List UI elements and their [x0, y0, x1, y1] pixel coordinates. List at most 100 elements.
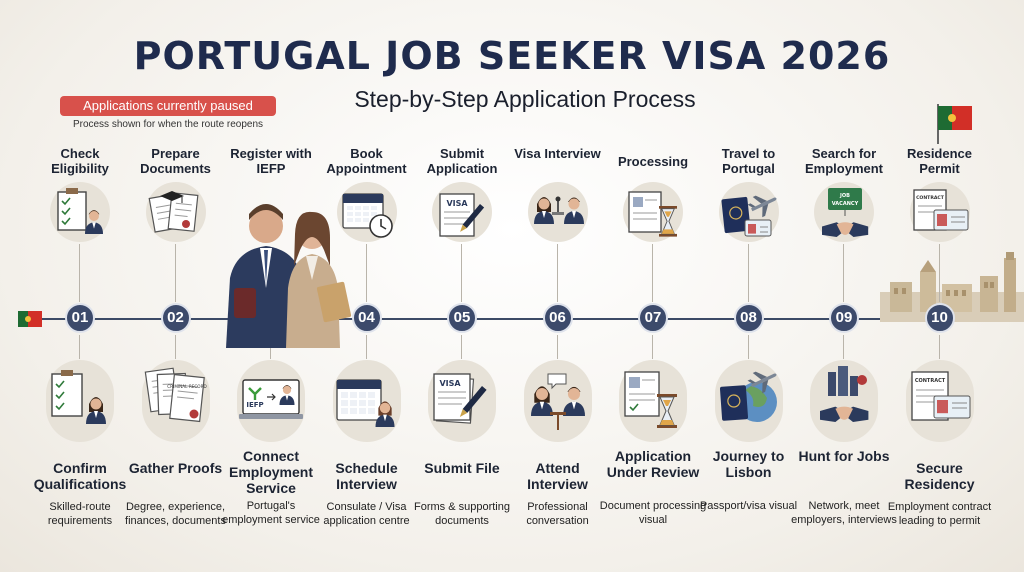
step-description: Consulate / Visa application centre — [323, 501, 410, 527]
timeline-step: Travel to Portugal 08 Journey to Lisbon … — [700, 0, 797, 572]
calendar-clock-icon — [336, 182, 397, 242]
svg-text:VISA: VISA — [439, 379, 461, 388]
step-bottom-title: Connect Employment Service — [228, 448, 313, 496]
step-connector — [461, 244, 462, 302]
step-bottom-title: Secure Residency — [904, 460, 975, 492]
checklist-woman-icon — [46, 360, 114, 442]
portugal-flag-icon — [18, 311, 42, 327]
iefp-laptop-icon: IEFP — [237, 360, 305, 442]
step-description: Network, meet employers, interviews — [791, 500, 897, 526]
step-connector — [938, 244, 940, 302]
passport-globe-icon — [714, 360, 783, 442]
document-hourglass-icon — [623, 182, 683, 242]
step-bottom-title: Confirm Qualifications — [33, 460, 127, 492]
step-connector — [747, 244, 749, 302]
timeline-step: Search for Employment 09 Hunt for Jobs N… — [791, 0, 897, 572]
step-number: 10 — [924, 303, 955, 333]
step-bottom-title: Attend Interview — [527, 460, 588, 492]
step-connector — [365, 244, 367, 302]
step-connector — [747, 335, 749, 359]
svg-text:IEFP: IEFP — [246, 401, 263, 409]
step-bottom-title: Schedule Interview — [335, 460, 398, 492]
step-connector — [79, 244, 80, 302]
timeline-step: Visa Interview 06 Attend Interview Profe… — [510, 0, 606, 572]
professionals-photo-icon — [226, 204, 352, 348]
step-description: Skilled-route requirements — [47, 501, 113, 527]
step-top-title: Register with IEFP — [230, 146, 312, 176]
step-connector — [461, 335, 462, 359]
status-badge: Applications currently paused — [60, 96, 276, 116]
step-connector — [652, 335, 653, 359]
step-connector — [652, 244, 653, 302]
step-description: Passport/visa visual — [699, 500, 798, 512]
checklist-person-icon — [50, 182, 110, 242]
timeline-step: Check Eligibility 01 Confirm Qualificati… — [32, 0, 128, 572]
page-subtitle: Step-by-Step Application Process — [354, 86, 696, 112]
step-bottom-title: Hunt for Jobs — [798, 448, 890, 464]
step-description: Document processing visual — [599, 500, 707, 526]
step-top-title: Prepare Documents — [140, 146, 211, 176]
step-number: 05 — [447, 303, 477, 333]
step-top-title: Residence Permit — [906, 146, 973, 176]
city-handshake-icon — [810, 360, 878, 442]
timeline-step: Submit Application 05 Submit File Forms … — [414, 0, 510, 572]
passport-plane-icon — [718, 182, 779, 242]
criminal-record-papers-icon: CRIMINAL RECORD — [141, 360, 210, 442]
svg-text:VISA: VISA — [446, 199, 468, 208]
svg-text:CRIMINAL RECORD: CRIMINAL RECORD — [167, 384, 207, 389]
timeline-step: Prepare Documents 02 Gather Proofs Degre… — [125, 0, 226, 572]
job-vacancy-handshake-icon: JOB VACANCY — [814, 182, 874, 242]
svg-text:JOB: JOB — [839, 193, 850, 199]
step-connector — [556, 244, 558, 302]
step-connector — [174, 335, 176, 359]
step-top-title: Processing — [617, 154, 689, 169]
step-description: Degree, experience, finances, documents — [125, 501, 226, 527]
visa-file-pen-icon: VISA — [428, 360, 496, 442]
step-top-title: Travel to Portugal — [721, 146, 776, 176]
visa-form-pen-icon: VISA — [432, 182, 492, 242]
step-bottom-title: Gather Proofs — [128, 460, 223, 476]
svg-text:CONTRACT: CONTRACT — [916, 195, 945, 201]
svg-text:CONTRACT: CONTRACT — [914, 378, 945, 384]
step-top-title: Search for Employment — [804, 146, 883, 176]
step-number: 08 — [733, 303, 764, 333]
step-top-title: Submit Application — [426, 146, 498, 176]
step-number: 06 — [542, 303, 573, 333]
step-number: 09 — [829, 303, 859, 333]
step-top-title: Book Appointment — [326, 146, 407, 176]
step-connector — [843, 244, 844, 302]
step-number: 01 — [65, 303, 95, 333]
svg-text:VACANCY: VACANCY — [832, 201, 859, 207]
status-note: Process shown for when the route reopens — [72, 119, 264, 130]
step-description: Forms & supporting documents — [414, 501, 510, 527]
portugal-flag-icon — [938, 106, 972, 130]
step-connector — [79, 335, 80, 359]
step-description: Portugal's employment service — [222, 500, 320, 526]
contract-permit-icon: CONTRACT — [905, 360, 974, 442]
step-connector — [938, 335, 940, 359]
step-top-title: Visa Interview — [514, 146, 601, 161]
contract-card-icon: CONTRACT — [909, 182, 970, 242]
step-top-title: Check Eligibility — [51, 146, 109, 176]
interview-chairs-icon — [523, 360, 592, 442]
step-bottom-title: Application Under Review — [606, 448, 700, 480]
step-connector — [556, 335, 558, 359]
step-connector — [365, 335, 367, 359]
step-connector — [174, 244, 176, 302]
step-description: Employment contract leading to permit — [887, 501, 992, 527]
step-connector — [843, 335, 844, 359]
step-number: 02 — [160, 303, 191, 333]
step-number: 04 — [351, 303, 382, 333]
calendar-agent-icon — [332, 360, 401, 442]
step-bottom-title: Journey to Lisbon — [712, 448, 785, 480]
interview-desk-icon — [527, 182, 588, 242]
timeline-step: Book Appointment 04 Schedule Interview C… — [319, 0, 415, 572]
step-number: 07 — [638, 303, 668, 333]
page-title: PORTUGAL JOB SEEKER VISA 2026 — [133, 34, 891, 78]
documents-diploma-icon — [145, 182, 206, 242]
timeline-line — [20, 318, 980, 320]
step-bottom-title: Submit File — [424, 460, 500, 476]
review-hourglass-icon — [619, 360, 687, 442]
timeline-step: Processing 07 Application Under Review D… — [600, 0, 706, 572]
